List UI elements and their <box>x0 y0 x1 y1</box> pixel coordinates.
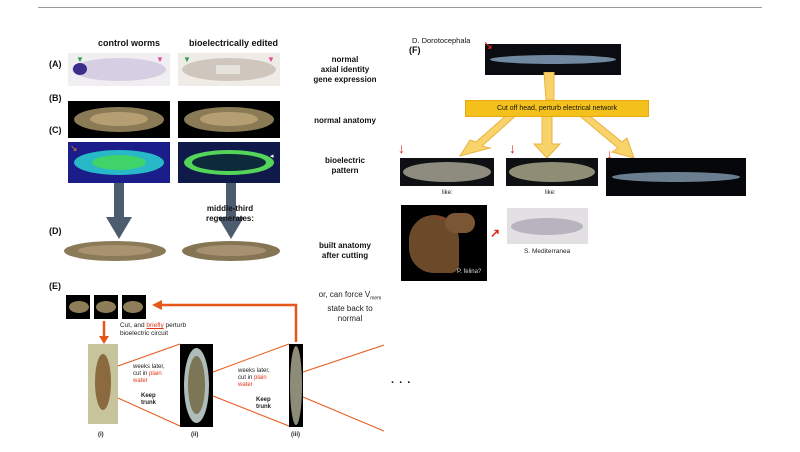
column-header-edited: bioelectrically edited <box>189 38 279 48</box>
panel-label-b: (B) <box>49 93 62 103</box>
caption-b: normal anatomy <box>314 116 376 125</box>
image-c-edited: ◂ <box>178 142 280 183</box>
image-e-fragments <box>66 293 148 321</box>
label-e-ii: (ii) <box>191 432 199 438</box>
label-e-iii: (iii) <box>291 432 300 438</box>
force-vmem-note: or, can force Vmem state back to normal <box>318 290 382 323</box>
image-b-control <box>68 101 170 138</box>
image-b-edited <box>178 101 280 138</box>
image-e-iii <box>289 344 303 427</box>
image-f-felina: → P. felina? <box>401 205 487 281</box>
red-arrow-f1: ↓ <box>398 140 405 156</box>
weeks-later-note-2: weeks later, cut in plain water <box>238 368 270 388</box>
image-e-ii <box>180 344 213 427</box>
panel-f-arrows <box>458 72 635 159</box>
regeneration-arrows <box>106 183 244 239</box>
red-arrow-f3: ↓ <box>606 146 613 162</box>
like-label-2: like: <box>545 190 556 196</box>
like-label-1: like: <box>442 190 453 196</box>
down-arrow-edited <box>218 183 244 239</box>
image-f-regen-2 <box>506 158 598 186</box>
image-f-regen-1 <box>400 158 494 186</box>
panel-label-c: (C) <box>49 125 62 135</box>
image-f-regen-3 <box>606 158 746 196</box>
red-arrow-smed: ↗ <box>490 226 501 240</box>
panel-label-a: (A) <box>49 59 62 69</box>
cut-perturb-note: Cut, and briefly perturb bioelectric cir… <box>120 322 187 337</box>
column-header-control: control worms <box>98 38 161 48</box>
image-d-edited <box>178 236 284 266</box>
image-c-control: ↘ <box>68 142 170 183</box>
species-label-smed: S. Mediterranea <box>524 248 571 255</box>
image-e-i <box>88 344 118 424</box>
image-a-control: ▼ ▼ <box>68 53 170 86</box>
image-f-source-worm: ↘ <box>483 38 621 75</box>
panel-label-e: (E) <box>49 281 61 291</box>
weeks-later-note-1: weeks later, cut in plain water <box>133 364 165 384</box>
panel-label-d: (D) <box>49 226 62 236</box>
label-e-i: (i) <box>98 432 104 438</box>
image-f-smed <box>507 208 588 244</box>
image-a-edited: ▼ ▼ <box>178 53 280 86</box>
image-d-control <box>60 236 170 266</box>
top-rule <box>38 7 762 8</box>
continuation-dots: . . . <box>391 374 412 386</box>
species-label-dorotocephala: D. Dorotocephala <box>412 36 471 45</box>
red-arrow-f2: ↓ <box>509 140 516 156</box>
panel-label-f: (F) <box>409 45 421 55</box>
banner-cut-off-head: Cut off head, perturb electrical network <box>465 100 649 117</box>
down-arrow-control <box>106 183 132 239</box>
